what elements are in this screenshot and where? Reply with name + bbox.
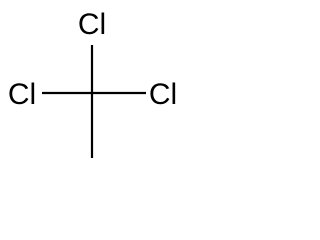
atom-label-left: Cl <box>8 78 36 111</box>
structure-diagram: Cl Cl Cl <box>0 0 184 167</box>
atom-label-right: Cl <box>149 78 177 111</box>
atom-label-top: Cl <box>78 8 106 41</box>
molecule-drawing: Cl Cl Cl <box>8 8 177 158</box>
